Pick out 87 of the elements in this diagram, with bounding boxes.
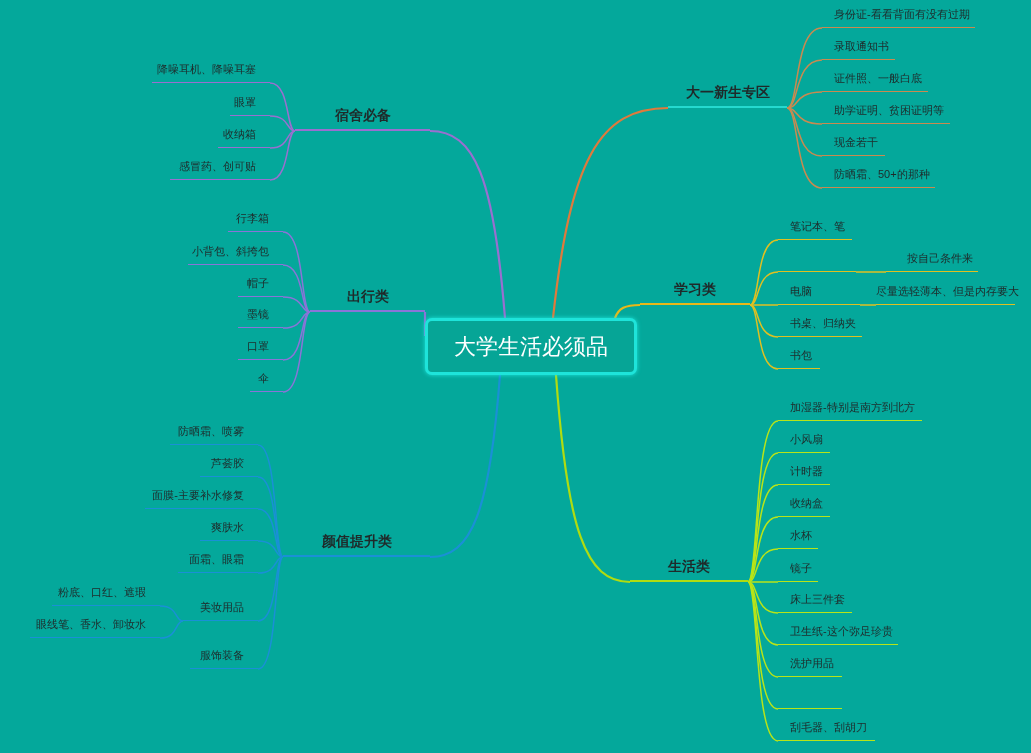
topic-label: 录取通知书: [822, 34, 895, 60]
branch-line: [786, 27, 823, 109]
topic-label: 收纳箱: [218, 122, 270, 148]
branch-line: [855, 271, 887, 273]
topic-label: 服饰装备: [190, 643, 258, 669]
topic-label: 行李箱: [228, 206, 283, 232]
branch-line: [749, 271, 779, 306]
topic-label: 洗护用品: [778, 651, 842, 677]
branch-line: [257, 556, 284, 574]
branch-line: [269, 130, 296, 181]
branch-topic: 出行类: [310, 284, 425, 312]
topic-label: 帽子: [238, 271, 283, 297]
branch-line: [749, 304, 779, 306]
topic-label: 卫生纸-这个弥足珍贵: [778, 619, 898, 645]
branch-line: [429, 129, 507, 319]
branch-line: [749, 304, 779, 338]
topic-label: 现金若干: [822, 130, 885, 156]
branch-line: [257, 476, 284, 558]
branch-line: [614, 303, 640, 319]
branch-line: [257, 540, 284, 558]
topic-label: 书桌、归纳夹: [778, 311, 862, 337]
topic-label: 书包: [778, 343, 820, 369]
topic-label: 降噪耳机、降噪耳塞: [152, 57, 270, 83]
branch-line: [747, 581, 779, 614]
topic-label: 身份证-看看背面有没有过期: [822, 2, 975, 28]
topic-label: 计时器: [778, 459, 830, 485]
topic-label: 美妆用品: [183, 595, 258, 621]
topic-label: 加湿器-特别是南方到北方: [778, 395, 922, 421]
branch-line: [786, 107, 823, 125]
topic-label: 眼罩: [230, 90, 270, 116]
topic-label: 按自己条件来: [886, 246, 978, 272]
topic-label: 小风扇: [778, 427, 830, 453]
branch-topic: 颜值提升类: [283, 529, 430, 557]
branch-topic: 宿舍必备: [295, 103, 430, 131]
branch-topic: 学习类: [640, 277, 750, 305]
branch-line: [749, 304, 779, 370]
central-topic-box: 大学生活必须品: [425, 318, 637, 375]
topic-label: 伞: [250, 366, 283, 392]
branch-line: [747, 548, 779, 583]
topic-label: 刮毛器、刮胡刀: [778, 715, 875, 741]
topic-label: 助学证明、贫困证明等: [822, 98, 950, 124]
topic-label: 收纳盒: [778, 491, 830, 517]
topic-label: 面膜-主要补水修复: [145, 483, 258, 509]
branch-line: [747, 452, 779, 583]
topic-label: 爽肤水: [200, 515, 258, 541]
branch-line: [749, 239, 779, 306]
branch-line: [551, 106, 669, 319]
topic-label: 电脑: [778, 279, 860, 305]
topic-line: [778, 268, 856, 272]
branch-line: [747, 581, 779, 583]
topic-label: 芦荟胶: [200, 451, 258, 477]
branch-line: [786, 91, 823, 109]
topic-label: 面霜、眼霜: [178, 547, 258, 573]
branch-line: [159, 605, 184, 622]
branch-line: [859, 304, 877, 306]
topic-label: 床上三件套: [778, 587, 852, 613]
branch-line: [282, 311, 311, 361]
branch-topic: 大一新生专区: [668, 80, 787, 108]
branch-line: [429, 374, 502, 559]
topic-label: 水杯: [778, 523, 818, 549]
topic-label: 镜子: [778, 556, 818, 582]
topic-label: 口罩: [238, 334, 283, 360]
branch-line: [269, 115, 296, 132]
topic-label: 防晒霜、喷雾: [170, 419, 258, 445]
branch-line: [786, 59, 823, 109]
branch-line: [159, 620, 184, 639]
topic-label: 防晒霜、50+的那种: [822, 162, 935, 188]
topic-label: 粉底、口红、遮瑕: [52, 580, 160, 606]
branch-line: [747, 581, 779, 742]
branch-line: [257, 556, 284, 622]
topic-label: 证件照、一般白底: [822, 66, 928, 92]
branch-topic: 生活类: [630, 554, 748, 582]
topic-line: [778, 705, 842, 709]
branch-line: [257, 556, 284, 670]
branch-line: [282, 296, 311, 313]
branch-line: [282, 264, 311, 313]
topic-label: 墨镜: [238, 302, 283, 328]
topic-label: 感冒药、创可贴: [170, 154, 270, 180]
branch-line: [269, 130, 296, 149]
branch-line: [554, 374, 631, 584]
branch-line: [269, 82, 296, 132]
branch-line: [786, 107, 823, 189]
branch-line: [423, 312, 427, 336]
topic-label: 眼线笔、香水、卸妆水: [30, 612, 160, 638]
topic-label: 笔记本、笔: [778, 214, 852, 240]
topic-label: 小背包、斜挎包: [188, 239, 283, 265]
branch-line: [282, 311, 311, 393]
